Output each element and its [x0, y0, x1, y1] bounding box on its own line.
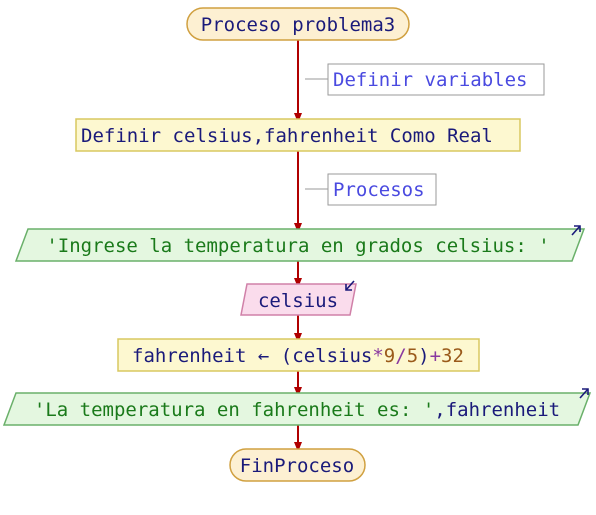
input-celsius-variable: celsius: [258, 290, 338, 312]
comment-define-variables-label: Definir variables: [333, 69, 527, 91]
assign-div: /: [395, 345, 406, 367]
output-result-text: 'La temperatura en fahrenheit es: ',fahr…: [34, 399, 560, 421]
assign-target: fahrenheit: [132, 345, 246, 367]
output-result-string: 'La temperatura en fahrenheit es: ': [34, 399, 434, 421]
output-prompt-celsius[interactable]: 'Ingrese la temperatura en grados celsiu…: [14, 225, 586, 262]
start-terminal[interactable]: Proceso problema3: [186, 7, 410, 41]
output-prompt-celsius-text: 'Ingrese la temperatura en grados celsiu…: [46, 235, 549, 257]
assign-mul: *: [372, 345, 383, 367]
definition-keyword: Definir: [81, 125, 161, 147]
definition-text: Definir celsius,fahrenheit Como Real: [81, 125, 493, 147]
end-terminal-label: FinProceso: [240, 455, 354, 477]
definition-process[interactable]: Definir celsius,fahrenheit Como Real: [75, 118, 521, 152]
end-terminal[interactable]: FinProceso: [229, 448, 366, 482]
output-result-sep: ,: [434, 399, 445, 421]
assign-open-paren: (: [281, 345, 292, 367]
comment-processes-label: Procesos: [333, 179, 425, 201]
output-result-fahrenheit[interactable]: 'La temperatura en fahrenheit es: ',fahr…: [2, 388, 592, 426]
assign-close-paren: ): [418, 345, 429, 367]
comment-define-variables: Definir variables: [305, 63, 545, 96]
output-arrow-icon: [571, 225, 581, 236]
definition-vars: celsius,fahrenheit: [173, 125, 379, 147]
assign-n3: 32: [441, 345, 464, 367]
assignment-process[interactable]: fahrenheit ← (celsius*9/5)+32: [117, 338, 480, 372]
definition-as-keyword: Como: [390, 125, 436, 147]
output-result-var: fahrenheit: [446, 399, 560, 421]
comment-processes: Procesos: [305, 173, 437, 206]
start-terminal-label: Proceso problema3: [201, 14, 395, 36]
assign-n1: 9: [384, 345, 395, 367]
assign-arrow: ←: [258, 345, 269, 367]
assignment-expression: fahrenheit ← (celsius*9/5)+32: [132, 345, 464, 367]
output-arrow-icon: [579, 388, 589, 399]
input-arrow-icon: [345, 280, 355, 291]
definition-type: Real: [447, 125, 493, 147]
assign-plus: +: [430, 345, 441, 367]
input-celsius[interactable]: celsius: [240, 280, 357, 316]
assign-var: celsius: [292, 345, 372, 367]
assign-n2: 5: [407, 345, 418, 367]
